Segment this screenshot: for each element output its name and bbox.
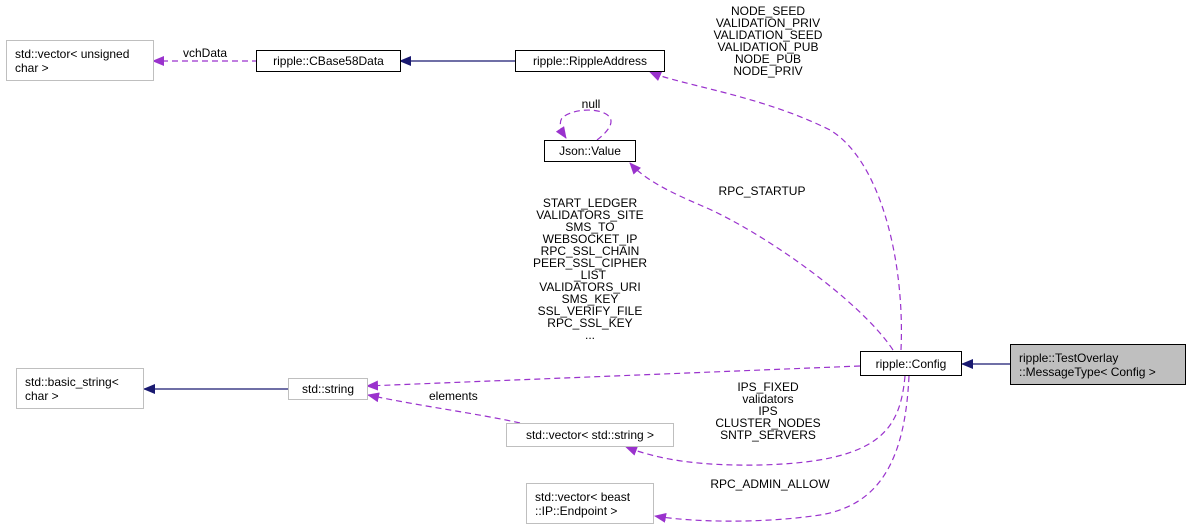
node-label-line: char >: [25, 388, 59, 403]
edge-null-self: [555, 109, 612, 141]
node-vector-endpoint[interactable]: std::vector< beast ::IP::Endpoint >: [526, 483, 654, 524]
edge-label-line: SMS_TO: [565, 220, 615, 234]
edge-label-rpc-admin-allow: RPC_ADMIN_ALLOW: [710, 478, 829, 490]
node-config[interactable]: ripple::Config: [860, 351, 962, 376]
edge-label-line: NODE_PRIV: [733, 64, 803, 78]
node-json-value[interactable]: Json::Value: [544, 140, 636, 162]
edge-label-line: WEBSOCKET_IP: [542, 232, 638, 246]
node-cbase58data[interactable]: ripple::CBase58Data: [256, 50, 401, 72]
edge-label-line: PEER_SSL_CIPHER: [532, 256, 648, 270]
node-label-line: std::vector< std::string >: [525, 428, 655, 442]
edge-label-line: CLUSTER_NODES: [715, 416, 821, 430]
edge-rpc-startup: [629, 162, 894, 351]
edge-string-members: [366, 365, 861, 391]
node-std-string[interactable]: std::string: [288, 378, 368, 400]
edge-label-line: NODE_SEED: [730, 4, 806, 18]
edge-elements: [367, 392, 521, 424]
edge-label-line: NODE_PUB: [734, 52, 802, 66]
node-label-line: char >: [15, 60, 49, 75]
edge-label-rippleaddress-members: NODE_SEED VALIDATION_PRIV VALIDATION_SEE…: [714, 5, 823, 77]
node-label-line: ::MessageType< Config >: [1019, 364, 1156, 379]
node-label-line: ::IP::Endpoint >: [535, 503, 618, 518]
edge-rippleaddress-members: [649, 71, 903, 351]
edge-label-line: RPC_SSL_KEY: [547, 316, 633, 330]
edge-label-line: null: [581, 97, 601, 111]
edge-label-vchdata: vchData: [183, 47, 227, 59]
edge-rpc-admin-allow: [654, 375, 910, 523]
edge-label-null: null: [582, 98, 601, 110]
node-vector-string[interactable]: std::vector< std::string >: [506, 423, 674, 447]
node-basic-string[interactable]: std::basic_string< char >: [16, 368, 144, 409]
edge-label-line: RPC_SSL_CHAIN: [540, 244, 640, 258]
node-label-line: std::string: [301, 382, 355, 396]
edge-label-line: VALIDATION_PRIV: [715, 16, 821, 30]
node-rippleaddress[interactable]: ripple::RippleAddress: [515, 50, 665, 72]
node-label-line: std::vector< beast: [535, 489, 631, 504]
edge-label-vector-string-members: IPS_FIXED validators IPS CLUSTER_NODES S…: [715, 381, 820, 441]
edge-label-line: VALIDATORS_SITE: [536, 208, 644, 222]
edge-label-line: IPS_FIXED: [737, 380, 799, 394]
edge-label-string-members: START_LEDGER VALIDATORS_SITE SMS_TO WEBS…: [533, 197, 647, 341]
node-label-line: ripple::CBase58Data: [273, 54, 384, 68]
edge-label-line: VALIDATION_PUB: [717, 40, 819, 54]
edge-label-line: VALIDATION_SEED: [713, 28, 823, 42]
edge-label-line: _LIST: [573, 268, 607, 282]
node-label-line: ripple::RippleAddress: [532, 54, 648, 68]
node-vector-unsigned-char[interactable]: std::vector< unsigned char >: [6, 40, 154, 81]
node-label-line: ripple::TestOverlay: [1019, 350, 1119, 365]
edge-label-line: RPC_STARTUP: [718, 184, 806, 198]
node-label-line: Json::Value: [559, 144, 621, 158]
edge-label-line: SNTP_SERVERS: [720, 428, 816, 442]
node-label-line: ripple::Config: [875, 356, 947, 371]
node-label-line: std::vector< unsigned: [15, 46, 130, 61]
edge-label-line: IPS: [758, 404, 778, 418]
edge-label-line: elements: [429, 389, 478, 403]
node-label-line: std::basic_string<: [25, 374, 119, 389]
edge-label-line: START_LEDGER: [542, 196, 638, 210]
edge-label-elements: elements: [429, 390, 478, 402]
edge-label-line: ...: [584, 328, 596, 342]
edge-label-rpc-startup: RPC_STARTUP: [719, 185, 806, 197]
edge-vector-string-members: [625, 375, 906, 466]
edge-label-line: SSL_VERIFY_FILE: [537, 304, 643, 318]
edge-label-line: SMS_KEY: [561, 292, 619, 306]
edge-label-line: RPC_ADMIN_ALLOW: [710, 477, 830, 491]
edge-label-line: validators: [742, 392, 794, 406]
node-messagetype[interactable]: ripple::TestOverlay ::MessageType< Confi…: [1010, 344, 1186, 385]
edge-label-line: VALIDATORS_URI: [539, 280, 641, 294]
edge-label-line: vchData: [182, 46, 228, 60]
